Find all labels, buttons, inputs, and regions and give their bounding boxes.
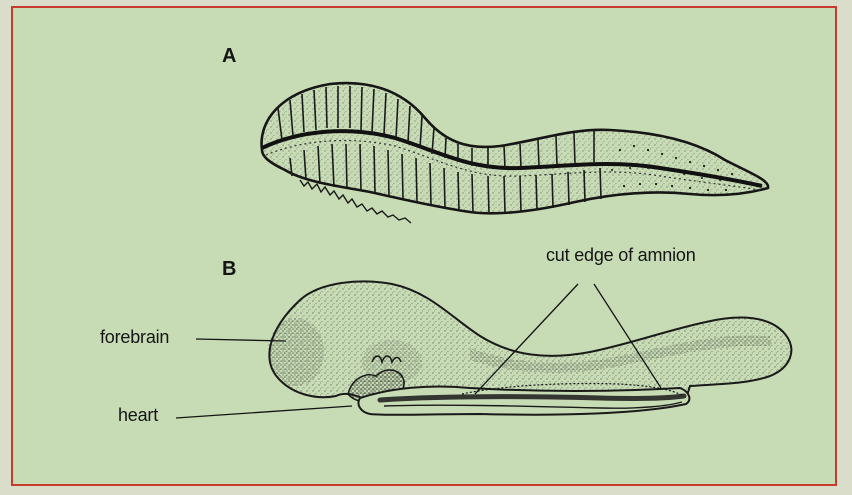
embryo-b-forebrain-shade: [268, 318, 324, 386]
panel-a-label: A: [222, 45, 236, 68]
panel-b-label: B: [222, 258, 236, 281]
amnion-label: cut edge of amnion: [546, 245, 696, 266]
heart-label: heart: [118, 405, 158, 426]
forebrain-label: forebrain: [100, 327, 169, 348]
embryo-b: [268, 281, 791, 414]
embryo-a: [262, 83, 769, 223]
heart-leader: [176, 406, 352, 418]
